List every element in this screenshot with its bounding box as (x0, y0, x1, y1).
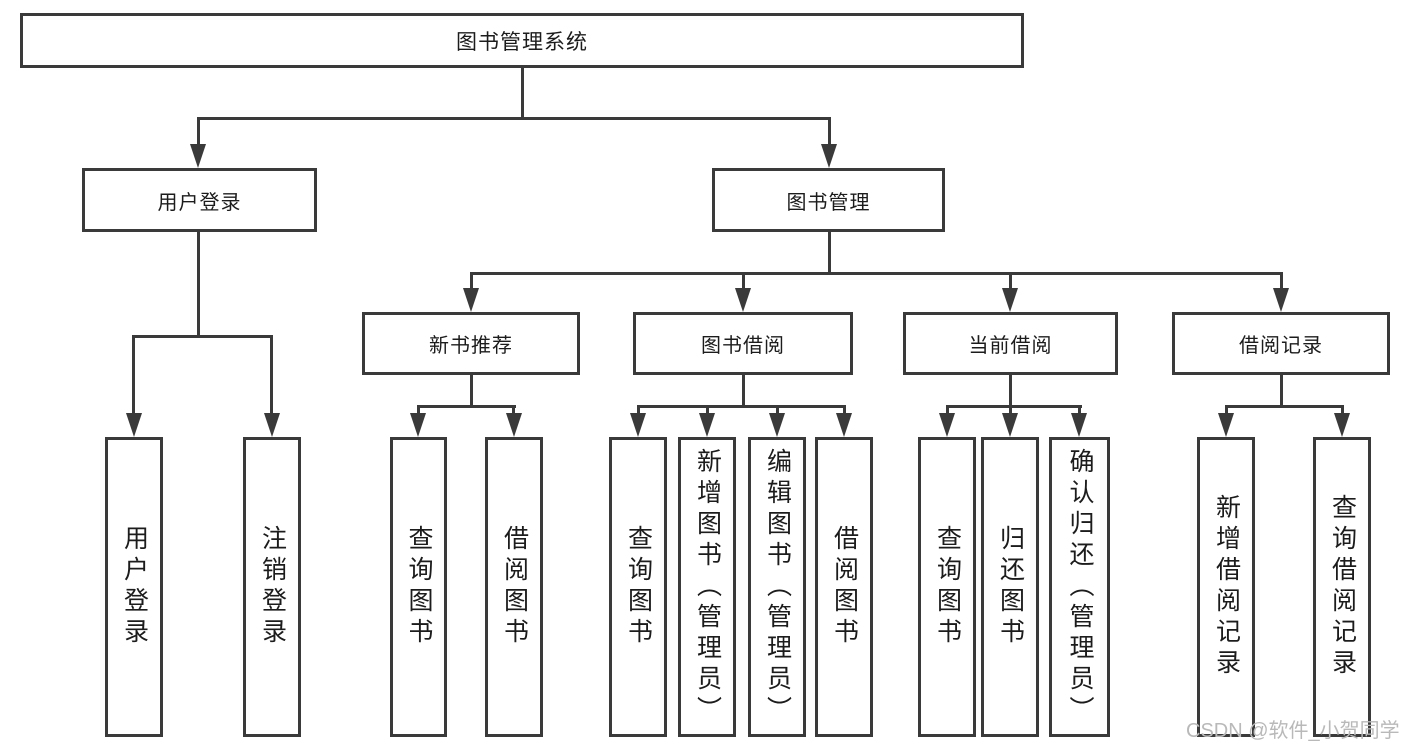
connector-vline (776, 405, 779, 415)
connector-vline (1225, 405, 1228, 415)
leaf-edit-book-admin: 编辑图书（管理员） (748, 437, 806, 737)
arrowhead-down-icon (1334, 413, 1350, 437)
leaf-logout: 注销登录 (243, 437, 301, 737)
leaf-query-books-borrowing: 查询图书 (609, 437, 667, 737)
arrowhead-down-icon (410, 413, 426, 437)
connector-vline (470, 272, 473, 292)
leaf-borrow-books-borrowing: 借阅图书 (815, 437, 873, 737)
connector-vline (742, 272, 745, 292)
connector-vline (1009, 272, 1012, 292)
leaf-user-login: 用户登录 (105, 437, 163, 737)
leaf-add-book-admin: 新增图书（管理员） (678, 437, 736, 737)
connector-vline (417, 405, 420, 415)
connector-vline (1009, 375, 1012, 407)
connector-vline (1280, 272, 1283, 292)
connector-vline (946, 405, 949, 415)
connector-hline (132, 335, 273, 338)
connector-vline (197, 232, 200, 336)
arrowhead-down-icon (506, 413, 522, 437)
leaf-query-books-current: 查询图书 (918, 437, 976, 737)
arrowhead-down-icon (1218, 413, 1234, 437)
arrowhead-down-icon (264, 413, 280, 437)
connector-vline (637, 405, 640, 415)
connector-vline (512, 405, 515, 415)
connector-vline (132, 335, 135, 415)
connector-hline (470, 272, 1282, 275)
connector-vline (521, 68, 524, 118)
connector-vline (1078, 405, 1081, 415)
node-borrowing-records: 借阅记录 (1172, 312, 1390, 375)
arrowhead-down-icon (463, 288, 479, 312)
leaf-borrow-books-recommend: 借阅图书 (485, 437, 543, 737)
connector-vline (828, 117, 831, 147)
connector-hline (637, 405, 846, 408)
connector-vline (1341, 405, 1344, 415)
connector-hline (1225, 405, 1344, 408)
leaf-add-borrow-record: 新增借阅记录 (1197, 437, 1255, 737)
node-new-book-recommend: 新书推荐 (362, 312, 580, 375)
connector-hline (946, 405, 1082, 408)
arrowhead-down-icon (939, 413, 955, 437)
arrowhead-down-icon (1002, 413, 1018, 437)
arrowhead-down-icon (630, 413, 646, 437)
node-root-library-system: 图书管理系统 (20, 13, 1024, 68)
connector-vline (828, 232, 831, 274)
leaf-query-borrow-record: 查询借阅记录 (1313, 437, 1371, 737)
node-book-borrowing: 图书借阅 (633, 312, 853, 375)
connector-vline (742, 375, 745, 407)
connector-vline (1280, 375, 1283, 407)
leaf-return-book: 归还图书 (981, 437, 1039, 737)
connector-vline (706, 405, 709, 415)
connector-vline (1009, 405, 1012, 415)
arrowhead-down-icon (1273, 288, 1289, 312)
arrowhead-down-icon (735, 288, 751, 312)
arrowhead-down-icon (1002, 288, 1018, 312)
connector-hline (197, 117, 831, 120)
watermark: CSDN @软件_小贺同学 (1186, 720, 1400, 742)
connector-vline (270, 335, 273, 415)
arrowhead-down-icon (769, 413, 785, 437)
arrowhead-down-icon (1071, 413, 1087, 437)
arrowhead-down-icon (190, 144, 206, 168)
arrowhead-down-icon (821, 144, 837, 168)
connector-vline (470, 375, 473, 407)
arrowhead-down-icon (126, 413, 142, 437)
leaf-confirm-return-admin: 确认归还（管理员） (1049, 437, 1110, 737)
node-current-borrowing: 当前借阅 (903, 312, 1118, 375)
connector-vline (197, 117, 200, 147)
leaf-query-books-recommend: 查询图书 (390, 437, 447, 737)
node-book-management: 图书管理 (712, 168, 945, 232)
connector-hline (417, 405, 516, 408)
arrowhead-down-icon (699, 413, 715, 437)
connector-vline (843, 405, 846, 415)
arrowhead-down-icon (836, 413, 852, 437)
node-user-login: 用户登录 (82, 168, 317, 232)
